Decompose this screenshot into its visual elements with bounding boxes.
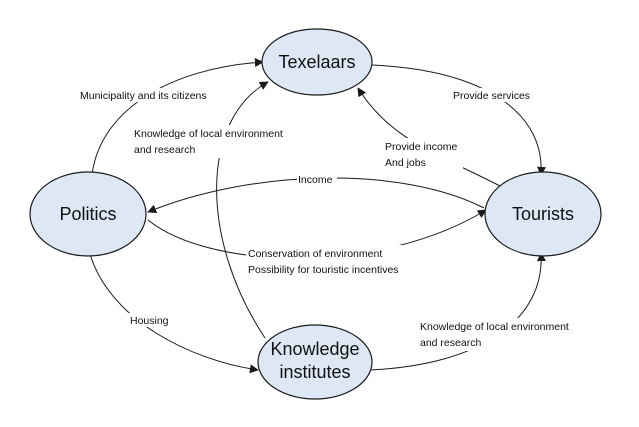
svg-text:institutes: institutes [279,362,350,382]
edge-label-provide-services: Provide services [450,88,560,102]
svg-text:Knowledge of local environment: Knowledge of local environment [420,321,569,333]
svg-text:Knowledge: Knowledge [270,339,359,359]
svg-text:Municipality and its citizens: Municipality and its citizens [80,90,207,102]
node-politics: Politics [29,171,147,257]
edge-label-income: Income [297,172,337,186]
svg-text:and research: and research [420,337,481,349]
edge-municipality [86,58,264,184]
svg-text:Provide income: Provide income [385,141,458,153]
edge-label-provide-income: Provide income And jobs [383,138,463,171]
edge-label-housing: Housing [128,313,172,327]
svg-text:Possibility for touristic ince: Possibility for touristic incentives [248,264,399,276]
edge-provide-income [357,87,501,187]
svg-text:Politics: Politics [59,204,116,224]
edge-label-conservation: Conservation of environment Possibility … [246,245,414,278]
svg-text:Housing: Housing [130,315,169,327]
svg-text:And jobs: And jobs [385,157,426,169]
edge-knowledge-to-texelaars [216,81,269,339]
svg-text:Knowledge of local environment: Knowledge of local environment [134,128,283,140]
svg-text:Texelaars: Texelaars [278,52,355,72]
node-tourists: Tourists [484,171,602,257]
node-knowledge-institutes: Knowledge institutes [257,324,373,400]
edge-label-knowledge-to-texelaars: Knowledge of local environment and resea… [132,125,302,158]
svg-text:Conservation of environment: Conservation of environment [248,248,382,260]
svg-text:and research: and research [134,144,195,156]
edge-label-municipality: Municipality and its citizens [78,88,242,102]
edge-housing [89,253,259,374]
node-texelaars: Texelaars [261,28,373,96]
svg-text:Provide services: Provide services [453,90,530,102]
svg-text:Income: Income [298,174,333,186]
edge-label-knowledge-to-tourists: Knowledge of local environment and resea… [418,318,586,351]
svg-text:Tourists: Tourists [512,204,574,224]
